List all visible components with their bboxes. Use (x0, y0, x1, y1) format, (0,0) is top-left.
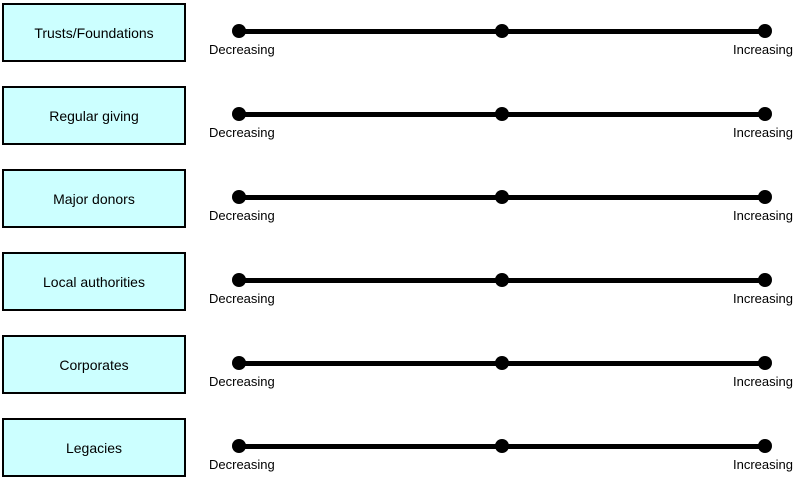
item-label-text: Corporates (59, 356, 129, 373)
item-label-box: Major donors (2, 169, 186, 228)
scale-dot-middle[interactable] (495, 24, 509, 38)
scale-anchor-left: Decreasing (209, 42, 275, 57)
scale-dot-right[interactable] (758, 356, 772, 370)
rating-scale[interactable]: Decreasing Increasing (0, 335, 799, 394)
rating-scale[interactable]: Decreasing Increasing (0, 418, 799, 477)
scale-dot-right[interactable] (758, 273, 772, 287)
scale-dot-left[interactable] (232, 107, 246, 121)
scale-dot-left[interactable] (232, 439, 246, 453)
item-label-text: Local authorities (43, 273, 145, 290)
scale-dot-left[interactable] (232, 356, 246, 370)
scale-anchor-right: Increasing (733, 457, 793, 472)
scale-dot-right[interactable] (758, 190, 772, 204)
rating-scale[interactable]: Decreasing Increasing (0, 3, 799, 62)
scale-dot-right[interactable] (758, 439, 772, 453)
scale-anchor-left: Decreasing (209, 208, 275, 223)
scale-anchor-left: Decreasing (209, 374, 275, 389)
scale-dot-middle[interactable] (495, 439, 509, 453)
item-label-box: Local authorities (2, 252, 186, 311)
scale-anchor-right: Increasing (733, 374, 793, 389)
rating-scale[interactable]: Decreasing Increasing (0, 169, 799, 228)
scale-dot-middle[interactable] (495, 190, 509, 204)
scale-dot-middle[interactable] (495, 107, 509, 121)
scale-dot-middle[interactable] (495, 356, 509, 370)
scale-anchor-right: Increasing (733, 291, 793, 306)
item-label-box: Trusts/Foundations (2, 3, 186, 62)
item-label-box: Legacies (2, 418, 186, 477)
scale-dot-right[interactable] (758, 24, 772, 38)
rating-scale[interactable]: Decreasing Increasing (0, 86, 799, 145)
item-label-text: Trusts/Foundations (34, 24, 154, 41)
scale-anchor-right: Increasing (733, 125, 793, 140)
scale-anchor-left: Decreasing (209, 291, 275, 306)
scale-anchor-left: Decreasing (209, 457, 275, 472)
item-label-box: Regular giving (2, 86, 186, 145)
scale-dot-left[interactable] (232, 190, 246, 204)
scale-anchor-right: Increasing (733, 42, 793, 57)
item-label-text: Regular giving (49, 107, 139, 124)
item-label-text: Major donors (53, 190, 135, 207)
scale-dot-left[interactable] (232, 273, 246, 287)
scale-dot-left[interactable] (232, 24, 246, 38)
rating-scale[interactable]: Decreasing Increasing (0, 252, 799, 311)
item-label-box: Corporates (2, 335, 186, 394)
item-label-text: Legacies (65, 439, 123, 456)
scale-dot-middle[interactable] (495, 273, 509, 287)
scale-anchor-right: Increasing (733, 208, 793, 223)
scale-dot-right[interactable] (758, 107, 772, 121)
scale-anchor-left: Decreasing (209, 125, 275, 140)
